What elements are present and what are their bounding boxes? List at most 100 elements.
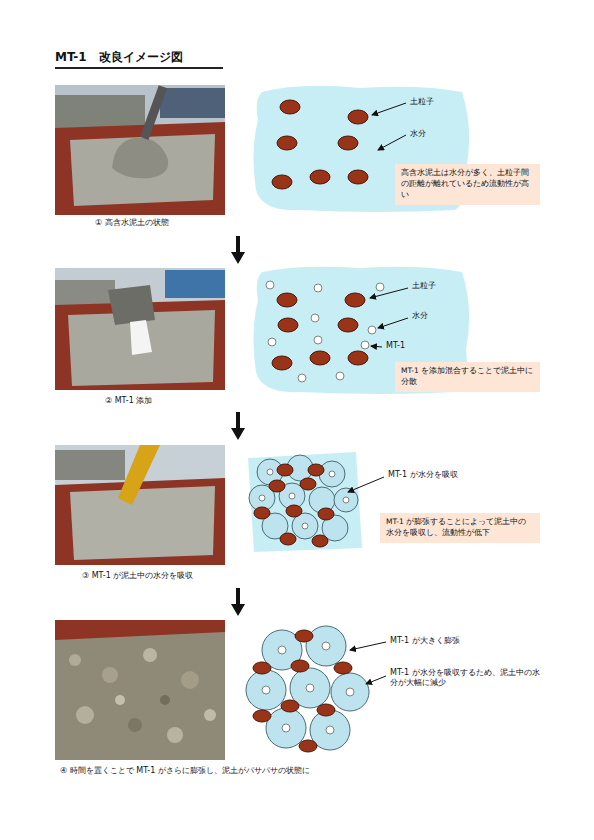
soil-particles: [254, 464, 334, 547]
step-arrow: [231, 252, 245, 264]
step-arrow: [236, 588, 240, 606]
mud-crumb: [115, 695, 125, 705]
soil-particle: [299, 740, 317, 752]
mud-crumb: [204, 709, 216, 721]
step-caption: ④ 時間を置くことで MT-1 がさらに膨張し、泥土がパサパサの状態に: [60, 766, 310, 776]
step-caption: ② MT-1 添加: [105, 396, 152, 406]
callout-label: MT-1 が水分を吸収: [388, 470, 458, 480]
schematic-3: [248, 452, 384, 552]
soil-particles: [253, 630, 352, 752]
leader-line: [378, 318, 408, 328]
leader-line: [348, 477, 384, 492]
mt1-particles: [266, 281, 384, 382]
mt1-particle: [268, 338, 276, 346]
soil-particle: [348, 351, 368, 365]
mt1-core: [282, 724, 290, 732]
note-text: 高含水泥土は水分が多く、土粒子間の距離が離れているため流動性が高い: [401, 168, 534, 201]
photo-clutter: [55, 450, 125, 480]
mt1-particle: [314, 336, 322, 344]
soil-particle: [345, 293, 365, 307]
mt1-particle: [361, 341, 369, 349]
note-box: MT-1 を添加混合することで泥土中に分散: [395, 362, 540, 392]
swollen-mt1-particle: [331, 673, 369, 711]
soil-particle: [348, 170, 368, 184]
mud-crumb: [69, 654, 81, 666]
dry-mud: [55, 620, 225, 760]
mud-crumb: [167, 727, 183, 743]
photo-clutter: [165, 270, 225, 298]
leader-line: [371, 346, 382, 347]
callout-label: 土粒子: [412, 281, 436, 291]
step-arrow: [236, 412, 240, 430]
container: [55, 620, 225, 640]
callout-label: MT-1 が水分を吸収するため、泥土中の水分が大幅に減少: [390, 668, 542, 689]
mt1-cores: [259, 469, 349, 529]
step-caption: ① 高含水泥土の状態: [95, 218, 169, 228]
soil-particle: [312, 535, 328, 547]
swollen-mt1-particle: [306, 626, 346, 666]
mud-crumb: [102, 667, 118, 683]
swollen-mt1-particle: [246, 670, 286, 710]
soil-particle: [272, 175, 292, 189]
step-arrow: [231, 428, 245, 440]
arm: [118, 445, 160, 505]
note-text: MT-1 を添加混合することで泥土中に分散: [401, 366, 534, 388]
note-text: MT-1 が膨張することによって泥土中の水分を吸収し、流動性が低下: [386, 517, 534, 539]
mt1-core: [267, 469, 273, 475]
soil-particle: [318, 508, 334, 520]
step-arrow: [231, 604, 245, 616]
mud-crumb: [76, 706, 94, 724]
mt1-particle: [311, 314, 319, 322]
soil-particle: [277, 293, 297, 307]
photo-clutter: [160, 88, 225, 118]
callout-label: MT-1: [386, 341, 405, 351]
bucket-mud: [112, 138, 168, 178]
mt1-core: [262, 686, 270, 694]
mt1-particle: [298, 374, 306, 382]
photo-sky: [55, 268, 225, 390]
container: [55, 478, 225, 565]
soil-particle: [310, 170, 330, 184]
soil-particle: [317, 704, 335, 716]
soil-particles: [272, 293, 368, 370]
leader-line: [378, 135, 406, 150]
step-arrows: [231, 236, 245, 616]
schematic-4: [246, 626, 386, 752]
soil-particle: [348, 110, 368, 124]
mt1-core: [346, 688, 354, 696]
mud: [70, 486, 215, 560]
leader-line: [372, 103, 406, 115]
mt1-particle: [266, 281, 274, 289]
soil-particles: [272, 100, 368, 189]
mt1-particle: [336, 372, 344, 380]
photo-2: [55, 268, 225, 390]
mt1-core: [322, 642, 330, 650]
arm: [140, 85, 167, 140]
soil-particle: [308, 464, 324, 476]
swollen-mt1: [249, 455, 358, 541]
mt1-cores: [262, 642, 354, 734]
soil-particle: [295, 630, 313, 642]
mt1-core: [289, 493, 295, 499]
callout-label: 土粒子: [410, 97, 434, 107]
mud-crumb: [143, 648, 157, 662]
mt1-core: [326, 726, 334, 734]
photo-4: [55, 620, 225, 760]
callout-label: 水分: [412, 311, 428, 321]
photo-3: [55, 445, 225, 565]
mt1-core: [343, 497, 349, 503]
callout-label: 水分: [410, 129, 426, 139]
soil-particle: [253, 710, 271, 722]
swollen-mt1: [246, 626, 369, 750]
mud: [70, 134, 215, 206]
bucket: [108, 285, 155, 325]
soil-particle: [253, 662, 271, 674]
mud-crumb: [181, 671, 199, 689]
note-box: MT-1 が膨張することによって泥土中の水分を吸収し、流動性が低下: [380, 513, 540, 543]
diagram-title: MT-1 改良イメージ図: [55, 50, 223, 69]
soil-particle: [277, 464, 293, 476]
soil-particle: [272, 356, 292, 370]
step-caption: ③ MT-1 が泥土中の水分を吸収: [82, 571, 193, 581]
